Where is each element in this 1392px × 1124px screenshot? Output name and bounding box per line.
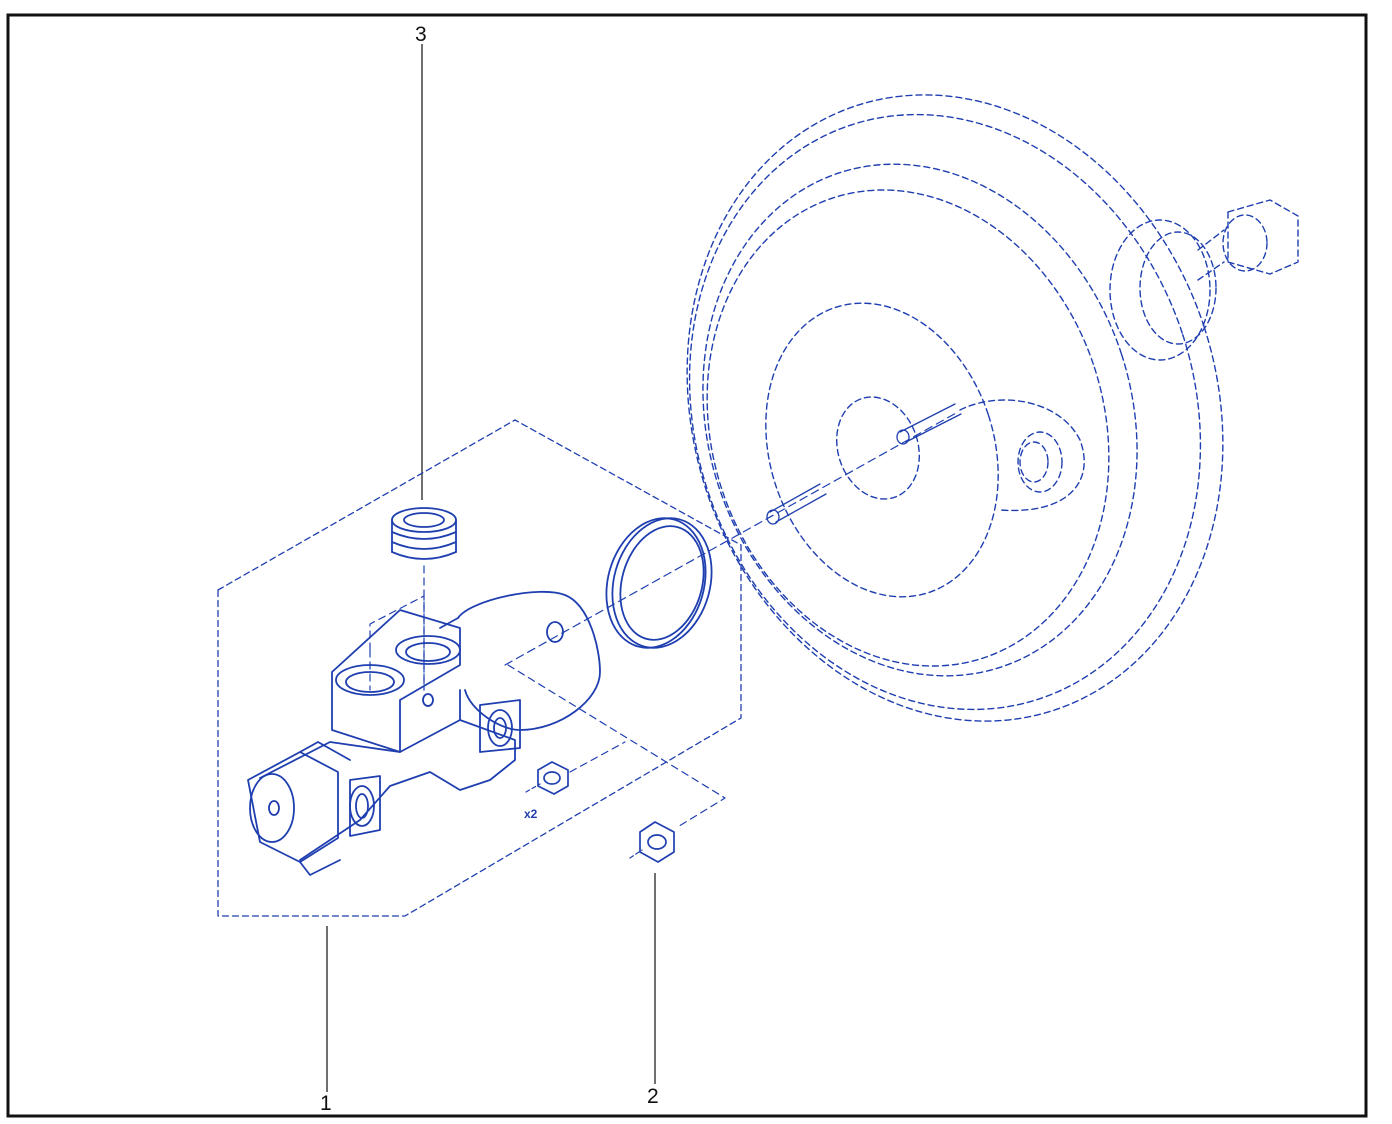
brake-booster xyxy=(686,94,1299,722)
callout-2: 2 xyxy=(647,1085,659,1108)
master-cylinder xyxy=(247,590,601,876)
callout-3: 3 xyxy=(415,23,427,46)
nut-stud-lines xyxy=(525,783,643,859)
assembly-group-outline xyxy=(217,419,742,917)
center-axis xyxy=(504,411,959,666)
diagram-frame xyxy=(6,13,1368,1118)
callout-1: 1 xyxy=(320,1092,332,1115)
o-ring-seal xyxy=(605,517,713,649)
grommet-alignment xyxy=(369,595,425,691)
nut-single-axis xyxy=(507,664,726,829)
nut-pair-axis xyxy=(569,741,626,773)
booster-studs xyxy=(766,403,962,525)
nut-single xyxy=(639,821,675,863)
quantity-label: x2 xyxy=(524,807,538,821)
reservoir-grommet xyxy=(391,507,457,560)
nut-pair xyxy=(537,761,569,795)
